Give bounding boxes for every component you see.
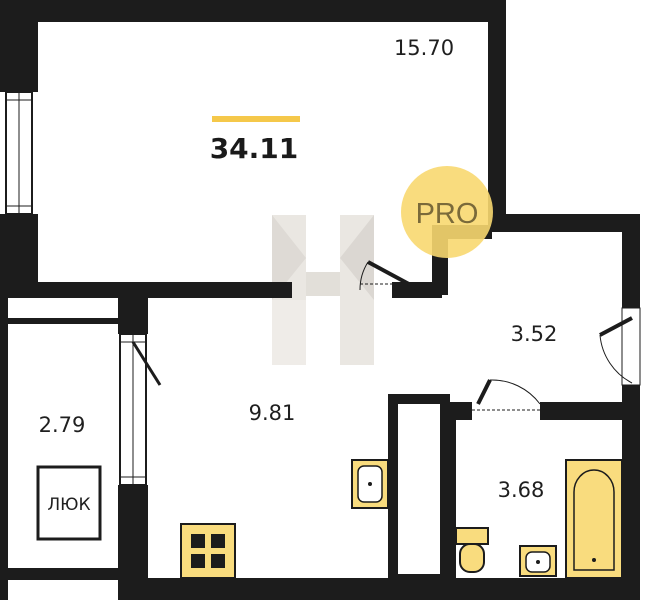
corridor-area: 3.52	[511, 322, 558, 346]
stove-icon	[180, 523, 236, 579]
kitchen-window	[119, 333, 162, 486]
kitchen-area: 9.81	[249, 401, 296, 425]
total-area: 34.11	[210, 132, 299, 165]
storage-area: 2.79	[39, 413, 86, 437]
watermark-logo	[272, 215, 374, 365]
total-area-accent	[212, 116, 300, 122]
pro-badge: PRO	[401, 166, 493, 258]
kitchen-sink-icon	[351, 459, 389, 509]
bathroom-door	[472, 379, 541, 411]
bathroom-sink-icon	[519, 545, 557, 577]
living-door	[359, 260, 421, 292]
corridor-entry-door	[599, 307, 641, 386]
living-room-area: 15.70	[394, 36, 454, 60]
living-window	[5, 91, 33, 215]
hatch-label: ЛЮК	[47, 495, 90, 515]
hatch: ЛЮК	[36, 465, 102, 541]
bathtub-icon	[565, 459, 623, 579]
toilet-icon	[455, 527, 489, 573]
pro-badge-text: PRO	[416, 198, 479, 230]
bathroom-area: 3.68	[498, 478, 545, 502]
